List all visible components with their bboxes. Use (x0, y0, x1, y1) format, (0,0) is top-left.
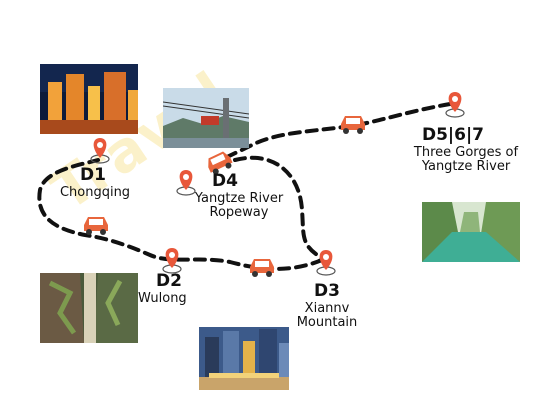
stop-name: Three Gorges of Yangtze River (413, 144, 519, 175)
river-gorge-photo (422, 202, 520, 262)
stop-name: Yangtze River Ropeway (194, 190, 284, 221)
stop-d1: D1 Chongqing (40, 165, 150, 200)
stop-d4: D4 Yangtze River Ropeway (184, 171, 294, 221)
stop-d3: D3 Xiannv Mountain (286, 281, 368, 331)
stop-day: D2 (156, 271, 182, 291)
stop-name: Chongqing (59, 184, 131, 200)
stop-d2: D2 Wulong (138, 271, 198, 306)
stop-day: D4 (212, 171, 238, 191)
stop-day: D3 (314, 281, 340, 301)
stop-day: D5|6|7 (421, 125, 484, 145)
stop-name: Wulong (138, 290, 187, 306)
cable-car-photo (163, 88, 249, 148)
city-plaza-photo (199, 327, 289, 390)
canyon-photo (40, 273, 138, 343)
night-city-photo (40, 64, 138, 134)
stop-day: D1 (80, 165, 106, 185)
stop-d5-6-7: D5|6|7 Three Gorges of Yangtze River (404, 125, 528, 175)
stop-name: Xiannv Mountain (296, 300, 358, 331)
